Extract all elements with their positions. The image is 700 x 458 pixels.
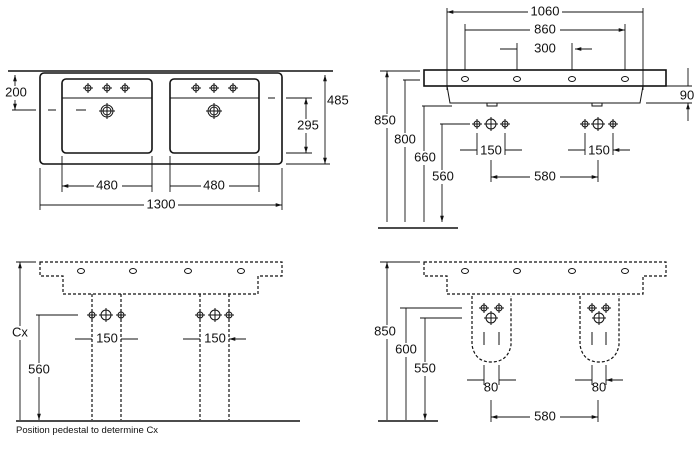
dim-drain-offset: 295 [297, 117, 319, 132]
dim-hole-mid: 300 [534, 40, 556, 55]
pedestal-dashed [91, 294, 230, 420]
pedestal-dashed [579, 296, 620, 363]
drain-icon [206, 103, 222, 119]
dim-height-upper: 600 [395, 341, 417, 356]
basin-outline [39, 72, 283, 165]
bowl-left [61, 78, 153, 154]
dim-height-bottom: 660 [414, 149, 436, 164]
plan-view: 200 295 485 480 480 1300 [2, 70, 349, 212]
pedestal-view-fixed: 850 600 550 80 80 580 [371, 261, 667, 424]
dim-tap-spacing-right: 150 [588, 142, 610, 157]
basin-front [423, 69, 667, 87]
dim-height-taps: 560 [28, 361, 50, 376]
dim-bowl-right: 480 [203, 177, 225, 192]
pedestal-view-cx: Cx 560 150 150 Position pedestal to dete… [8, 262, 300, 436]
drain-icon [99, 103, 115, 119]
dim-depth: 485 [327, 92, 349, 107]
dim-height-lower: 550 [414, 360, 436, 375]
dim-width-total: 1300 [147, 196, 176, 211]
dim-pedestal-centers: 580 [534, 408, 556, 423]
dim-hole-inner: 860 [534, 21, 556, 36]
dim-tap-centers: 580 [534, 168, 556, 183]
bowl-right [169, 78, 260, 154]
dim-height-top: 850 [374, 112, 396, 127]
basin-outline-dashed [423, 261, 667, 295]
dim-hole-outer: 1060 [531, 3, 560, 18]
dim-height-cx: Cx [12, 324, 28, 339]
dim-tap-offset: 200 [5, 84, 27, 99]
dim-height-rim: 800 [394, 131, 416, 146]
dim-width-right: 80 [592, 379, 606, 394]
dim-tap-spacing-left: 150 [480, 142, 502, 157]
caption: Position pedestal to determine Cx [16, 425, 158, 436]
front-view: 1060 860 300 90 850 800 660 560 150 150 … [371, 3, 694, 228]
dim-tap-spacing-right: 150 [204, 330, 226, 345]
dim-height-taps: 560 [432, 168, 454, 183]
dim-bowl-left: 480 [96, 177, 118, 192]
pedestal-dashed [471, 296, 512, 363]
dim-tap-spacing-left: 150 [96, 330, 118, 345]
dim-width-left: 80 [484, 379, 498, 394]
basin-outline-dashed [39, 261, 283, 295]
dim-thickness: 90 [680, 87, 694, 102]
dim-height-top: 850 [374, 323, 396, 338]
